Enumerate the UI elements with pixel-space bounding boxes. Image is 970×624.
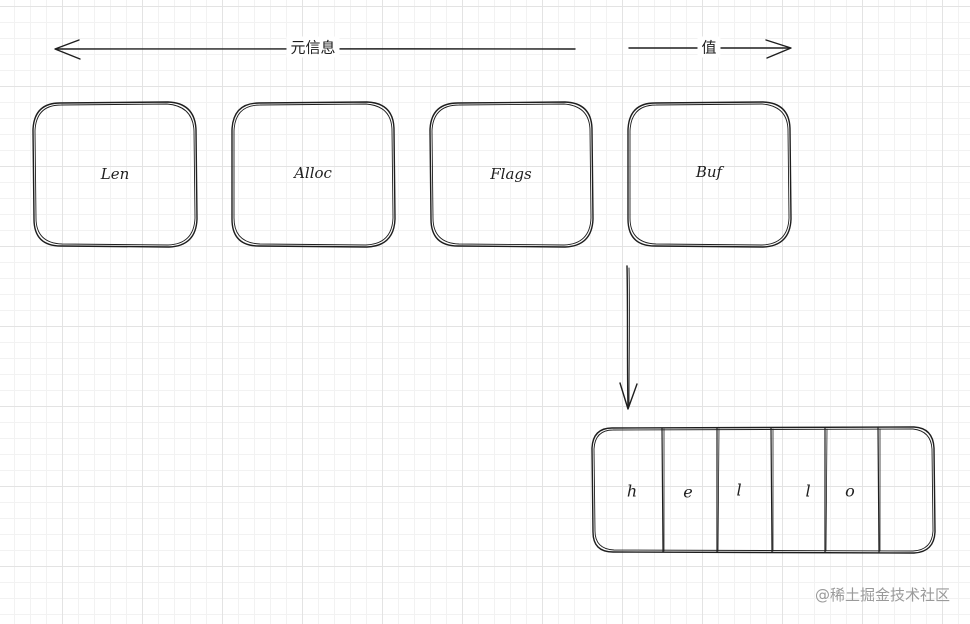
buffer-cell: l xyxy=(736,480,742,500)
metadata-label: 元信息 xyxy=(286,36,340,58)
field-label-buf: Buf xyxy=(695,163,723,181)
buffer-cell: o xyxy=(845,481,855,501)
field-label-alloc: Alloc xyxy=(294,164,332,182)
buffer-cell: e xyxy=(683,482,693,502)
field-label-flags: Flags xyxy=(490,165,532,183)
watermark: @稀土掘金技术社区 xyxy=(814,586,950,604)
field-label-len: Len xyxy=(100,165,130,183)
buffer-cell: h xyxy=(626,481,638,501)
field-box-buf xyxy=(627,101,792,248)
field-box-flags xyxy=(429,101,594,248)
field-box-len xyxy=(32,101,198,248)
buffer-cell: l xyxy=(805,481,811,501)
field-box-alloc xyxy=(231,101,396,248)
value-label: 值 xyxy=(697,36,721,58)
buf-pointer-arrow xyxy=(619,265,638,410)
buffer-container xyxy=(591,426,936,554)
